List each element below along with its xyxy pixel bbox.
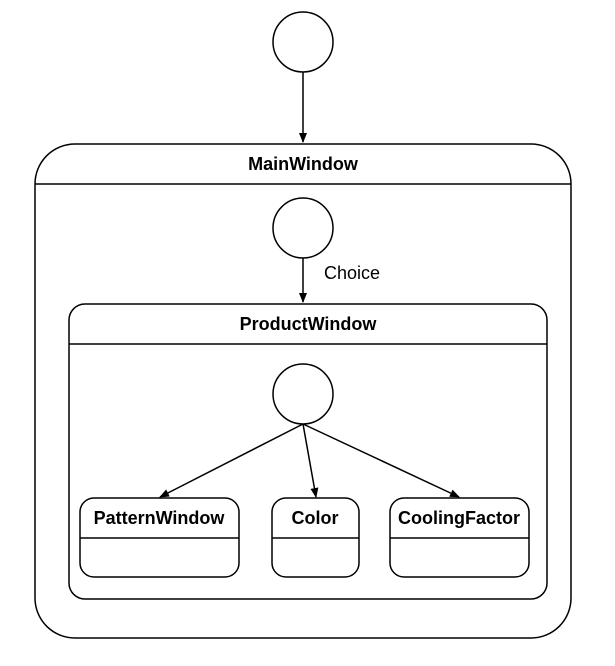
product-window-title: ProductWindow [240,314,378,334]
main-window-title: MainWindow [248,154,359,174]
choice-label: Choice [324,263,380,283]
pattern-window-state: PatternWindow [79,497,240,578]
color-title: Color [292,508,339,528]
choice-node [272,197,334,259]
product-initial-node [272,363,334,425]
pattern-window-title: PatternWindow [94,508,226,528]
arrow-to-cooling-factor [302,423,460,498]
arrow-to-pattern-window [159,423,304,498]
cooling-factor-title: CoolingFactor [398,508,520,528]
cooling-factor-state: CoolingFactor [389,497,530,578]
initial-node-top [272,11,334,73]
color-state: Color [271,497,360,578]
arrow-to-color [302,423,319,498]
